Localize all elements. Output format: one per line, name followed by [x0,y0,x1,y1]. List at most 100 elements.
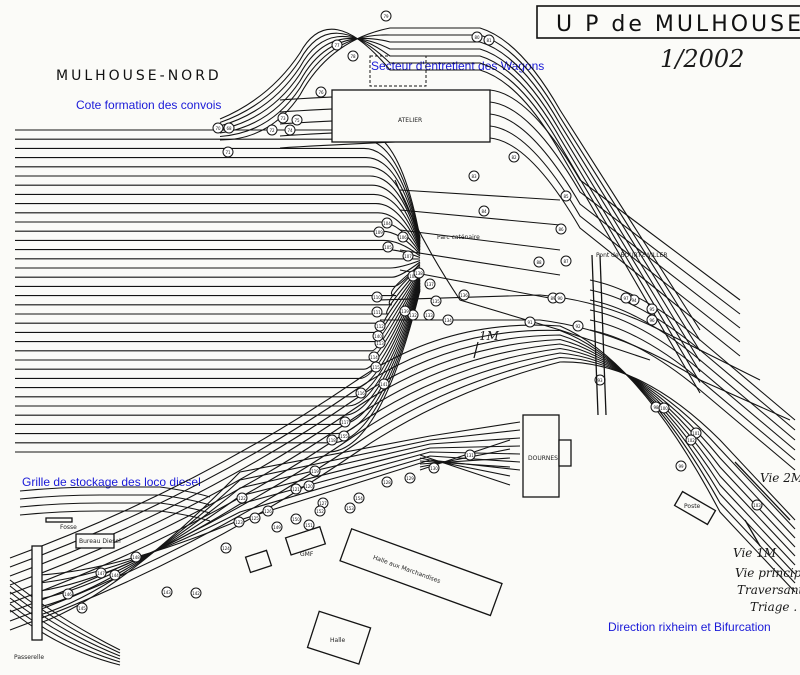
title-frame [536,5,800,39]
track-45 [219,28,701,394]
signal-number: 134 [444,318,452,323]
track-72 [39,451,521,592]
track-5 [15,175,421,246]
track-58 [9,329,796,584]
signal-marker [378,378,390,390]
signal-number: 139 [401,309,409,314]
signal-marker [428,462,440,474]
signal-marker [284,124,296,136]
track-8 [15,203,421,251]
signal-number: 86 [558,227,564,232]
signal-number: 143 [163,590,171,595]
signal-marker [233,516,245,528]
signal-number: 100 [660,406,668,411]
signal-marker [347,50,359,62]
signal-marker [464,449,476,461]
signal-number: 138 [415,271,423,276]
signal-marker [315,86,327,98]
signal-marker [646,314,658,326]
halle-label: Halle [330,637,346,644]
track-79 [9,591,121,657]
halle-marchandises [339,528,503,617]
signal-number: 120 [305,484,313,489]
signal-number: 125 [251,516,259,521]
signal-number: 84 [481,209,487,214]
track-40 [219,34,701,341]
signal-number: 107 [404,254,412,259]
signal-marker [471,31,483,43]
main-track-note-1: Vie principale [735,566,800,580]
track-16 [15,261,421,278]
signal-marker [353,492,365,504]
signal-marker [751,499,763,511]
signal-marker [399,305,411,317]
signal-number: 83 [471,174,477,179]
signal-number: 122 [238,496,246,501]
track-27 [15,278,421,379]
track-18 [15,264,421,297]
signal-marker [371,291,383,303]
label-voie-1m: Vie 1M [733,546,777,560]
signal-marker [222,146,234,158]
signal-marker [555,223,567,235]
arrow-2m [734,461,791,521]
signal-marker [413,267,425,279]
track-68 [19,502,211,514]
track-7 [15,193,421,249]
signal-number: 94 [631,298,637,303]
signal-marker [382,241,394,253]
track-42 [219,37,701,362]
passerelle-label: Passerelle [14,654,44,661]
track-86 [419,460,511,468]
poste-label: Poste [684,503,701,510]
signal-marker [277,112,289,124]
signal-marker [76,602,88,614]
track-75 [39,429,521,616]
signal-marker [424,278,436,290]
signal-marker [381,476,393,488]
track-43 [219,35,701,373]
signal-marker [212,122,224,134]
signal-number: 130 [430,466,438,471]
main-track-note-2: Traversant le [737,583,800,597]
signal-number: 127 [319,501,327,506]
track-61 [589,289,796,431]
station-name: MULHOUSE-NORD [56,68,222,84]
track-11 [15,230,421,255]
signal-marker [95,567,107,579]
signal-number: 132 [409,313,417,318]
signal-marker [373,226,385,238]
track-17 [15,263,421,287]
signal-number: 118 [328,438,336,443]
track-81 [9,603,121,663]
track-32 [15,285,421,425]
signal-number: 109 [375,230,383,235]
signal-marker [223,122,235,134]
signal-number: 147 [97,571,105,576]
signal-marker [560,190,572,202]
gmf-label: GMF [300,551,314,558]
signal-marker [314,505,326,517]
signal-number: 77 [334,43,340,48]
track-59 [9,324,796,593]
fosse [45,517,73,523]
track-25 [15,275,421,361]
signal-number: 70 [215,126,221,131]
signal-number: 149 [273,525,281,530]
signal-number: 116 [357,391,365,396]
track-1 [15,138,421,240]
signal-number: 128 [383,480,391,485]
signal-marker [326,434,338,446]
track-91 [399,229,561,251]
signal-number: 105 [384,245,392,250]
signal-marker [404,472,416,484]
signal-number: 121 [292,487,300,492]
signal-number: 150 [292,517,300,522]
track-92 [399,249,561,276]
signal-number: 131 [466,453,474,458]
signal-number: 154 [355,496,363,501]
signal-number: 95 [649,307,655,312]
signal-number: 71 [225,150,231,155]
signal-number: 112 [376,324,384,329]
signal-marker [397,231,409,243]
